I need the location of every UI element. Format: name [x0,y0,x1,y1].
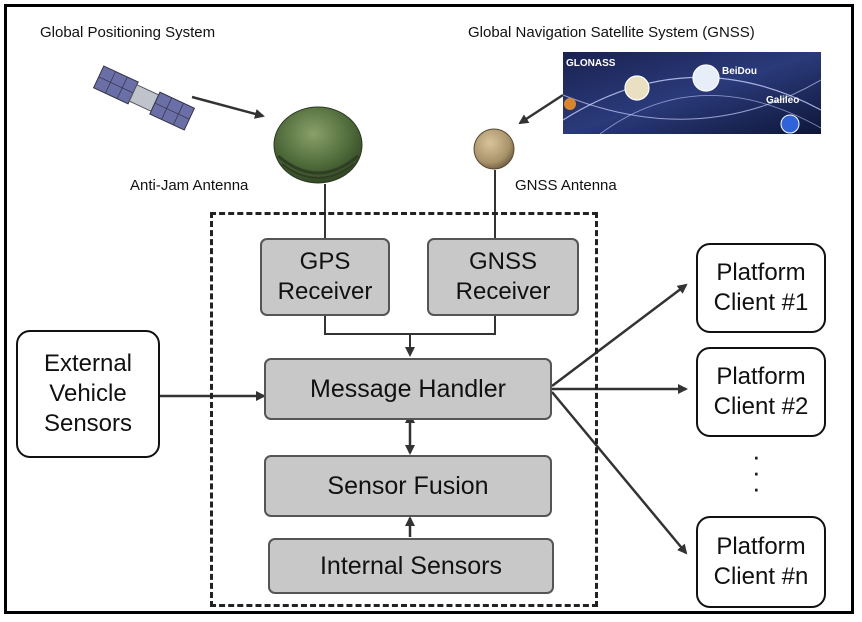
block-label: Message Handler [310,374,506,403]
gps-receiver-block: GPS Receiver [260,238,390,316]
box-label: Client #1 [713,289,809,316]
platform-client-2-box: Platform Client #2 [696,347,826,437]
block-label: Receiver [277,278,373,305]
box-label: Platform [716,533,806,560]
internal-sensors-block: Internal Sensors [268,538,554,594]
box-label: External [43,350,133,377]
block-label: GPS [299,248,351,275]
block-label: Internal Sensors [319,551,503,580]
gnss-constellation-image [562,52,822,135]
box-label: Sensors [43,410,133,437]
box-label: Platform [716,363,806,390]
anti-jam-antenna-label: Anti-Jam Antenna [130,177,249,194]
gnss-receiver-block: GNSS Receiver [427,238,579,316]
external-vehicle-sensors-box: External Vehicle Sensors [16,330,160,458]
anti-jam-antenna-icon [273,106,363,184]
ellipsis-dots: · · · [752,441,761,503]
block-label: Receiver [455,278,551,305]
constellation-label: BeiDou [722,66,757,77]
satellite-icon [92,65,196,131]
platform-client-n-box: Platform Client #n [696,516,826,608]
block-label: GNSS [468,248,537,275]
platform-client-1-box: Platform Client #1 [696,243,826,333]
constellation-label: Galileo [766,95,800,106]
system-boundary [210,212,598,607]
gnss-antenna-label: GNSS Antenna [515,177,617,194]
gnss-system-label: Global Navigation Satellite System (GNSS… [468,24,755,41]
box-label: Platform [716,259,806,286]
gnss-antenna-icon [473,128,515,170]
message-handler-block: Message Handler [264,358,552,420]
constellation-label: GLONASS [566,58,616,69]
sensor-fusion-block: Sensor Fusion [264,455,552,517]
gps-system-label: Global Positioning System [40,24,216,41]
box-label: Client #n [713,563,809,590]
box-label: Client #2 [713,393,809,420]
block-label: Sensor Fusion [327,471,489,500]
box-label: Vehicle [49,380,127,407]
